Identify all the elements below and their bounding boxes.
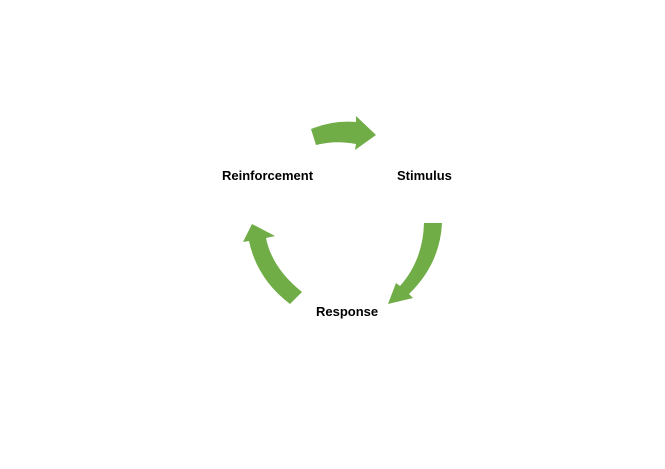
arrow-stimulus-to-response bbox=[388, 223, 442, 304]
arrow-response-to-reinforcement bbox=[243, 224, 302, 304]
node-label-response: Response bbox=[316, 304, 379, 319]
node-label-reinforcement: Reinforcement bbox=[222, 168, 314, 183]
node-label-stimulus: Stimulus bbox=[397, 168, 452, 183]
arrow-reinforcement-to-stimulus bbox=[311, 116, 376, 150]
